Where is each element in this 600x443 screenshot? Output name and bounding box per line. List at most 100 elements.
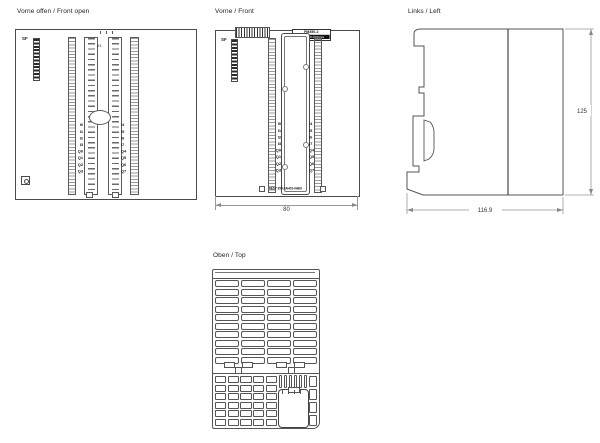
terminal-cell (240, 384, 252, 392)
terminal-cell (215, 401, 227, 409)
terminal-number-strip-right (313, 38, 322, 193)
view-title-left: Links / Left (408, 8, 441, 15)
housing-notch (259, 186, 265, 192)
vent-slot (293, 305, 317, 313)
vent-slot (267, 348, 291, 356)
rail-latch-cam (423, 119, 435, 162)
housing-tab (224, 362, 235, 368)
vent-slot (215, 322, 239, 330)
dimension-arrow (216, 203, 221, 207)
io-label: I7 (121, 143, 125, 148)
vent-slot (241, 339, 265, 347)
terminal-cell (240, 393, 252, 401)
terminal-cell (252, 418, 265, 426)
terminal-cell (215, 410, 227, 418)
connector-slot (283, 375, 288, 388)
io-label: Q7 (121, 169, 127, 174)
dimension-line (215, 205, 358, 206)
housing-tab (294, 362, 305, 368)
terminal-cell (215, 393, 227, 401)
connector-slot (279, 375, 283, 388)
io-label: I0 (277, 122, 281, 127)
wiring-hole (89, 110, 111, 125)
sf-led-label: SF (22, 36, 32, 45)
io-label: I1 (79, 129, 83, 134)
vent-slot (241, 297, 265, 305)
terminal-cell (227, 384, 240, 392)
order-number-label: 6ES7 350-2AH01-0AE0 (269, 187, 318, 193)
product-type: COUNTER MODULE (293, 34, 330, 39)
terminal-number-strip-right (130, 37, 139, 195)
product-name: FM350-2 (304, 30, 319, 35)
io-label: Q3 (77, 169, 83, 174)
terminal-cell (265, 384, 277, 392)
order-number-text: 6ES7 350-2AH01-0AE0 (269, 187, 302, 191)
terminal-cell (240, 376, 252, 384)
io-label: Q6 (308, 161, 314, 166)
dimension-arrow (557, 208, 563, 212)
terminal-cell (252, 393, 265, 401)
io-label: I2 (277, 135, 281, 140)
extension-line (215, 196, 216, 210)
front-door (281, 33, 310, 195)
terminal-cell (252, 376, 265, 384)
io-label: I4 (308, 122, 312, 127)
vent-slot (293, 297, 317, 305)
vent-slot (267, 288, 291, 296)
terminal-cell (240, 410, 252, 418)
io-label: Q1 (77, 156, 83, 161)
terminal-cell (252, 401, 265, 409)
terminal-cell (227, 376, 240, 384)
io-label: I6 (121, 136, 125, 141)
vent-slot (267, 339, 291, 347)
terminal-cell (227, 410, 240, 418)
vent-slot (215, 297, 239, 305)
io-label: I1 (277, 128, 281, 133)
io-label: I2 (79, 136, 83, 141)
vent-slot (293, 331, 317, 339)
edge-cell (309, 376, 317, 388)
label-backing (469, 204, 502, 214)
io-label: Q5 (121, 156, 127, 161)
side-profile-outline (406, 28, 564, 196)
terminal-cell (240, 401, 252, 409)
vent-slot (293, 280, 317, 288)
housing-notch (320, 186, 326, 192)
mounting-screw (21, 176, 30, 185)
door-latch (303, 142, 309, 148)
terminal-cell (227, 418, 240, 426)
vent-slot (241, 305, 265, 313)
extension-line (357, 196, 358, 210)
vent-slot (241, 322, 265, 330)
band-inner-line (215, 272, 315, 273)
vent-slot (241, 331, 265, 339)
io-label: Q2 (77, 162, 83, 167)
terminal-number-strip-left (268, 38, 276, 193)
vent-slot (267, 322, 291, 330)
io-label: Q6 (121, 162, 127, 167)
terminal-cell (227, 401, 240, 409)
vent-slot (241, 288, 265, 296)
dimension-arrow (589, 29, 593, 35)
door-latch (303, 64, 309, 70)
terminal-block-grid (215, 376, 277, 426)
depth-value: 116.9 (478, 208, 493, 214)
terminal-cell (265, 376, 277, 384)
vent-slot (267, 331, 291, 339)
vent-slot (267, 314, 291, 322)
edge-cell (309, 401, 317, 414)
io-label: I0 (79, 123, 83, 128)
vent-slot (241, 280, 265, 288)
connector-ticks (282, 390, 305, 394)
vent-slot (293, 322, 317, 330)
door-latch (282, 164, 288, 170)
status-led-strip (33, 38, 40, 81)
housing-tab (242, 362, 253, 368)
terminal-number-strip-left (68, 37, 76, 195)
